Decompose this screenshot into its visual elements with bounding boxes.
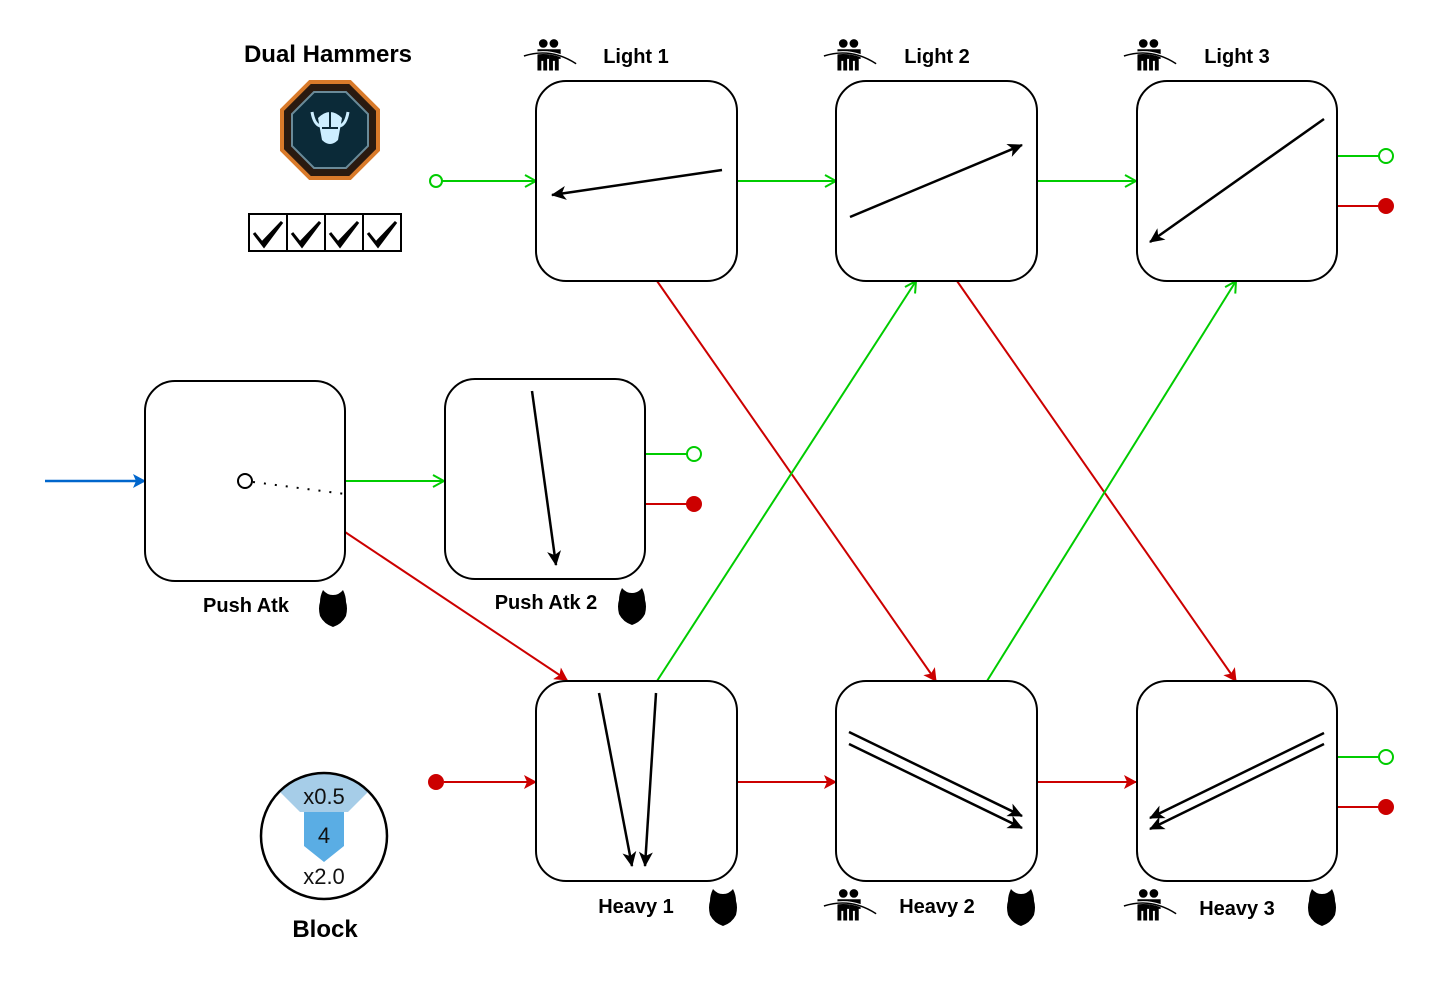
block-value-shield bbox=[304, 812, 344, 862]
block-gauge: x0.5 4 x2.0 bbox=[259, 771, 389, 901]
light3-light-out bbox=[1378, 148, 1394, 164]
swing-direction-icon bbox=[1149, 117, 1325, 244]
weapon-emblem-icon bbox=[280, 80, 380, 180]
check-icon bbox=[366, 220, 398, 249]
node-light2[interactable] bbox=[835, 80, 1038, 282]
check-icon bbox=[252, 220, 284, 249]
dodge-icon bbox=[1122, 888, 1178, 922]
block-top-multiplier: x0.5 bbox=[303, 784, 345, 809]
armor-icon bbox=[1007, 889, 1035, 926]
node-label: Light 2 bbox=[904, 46, 970, 68]
block-value: 4 bbox=[318, 823, 330, 848]
push2-light-out bbox=[686, 446, 702, 462]
swing-direction-icon bbox=[530, 390, 562, 566]
swing-direction-icon bbox=[849, 143, 1023, 219]
node-label: Heavy 3 bbox=[1199, 898, 1275, 920]
dodge-icon bbox=[522, 38, 578, 72]
dodge-icon bbox=[822, 888, 878, 922]
edge-push1-heavy1 bbox=[344, 531, 568, 681]
heavy-start-terminal bbox=[428, 774, 444, 790]
armor-icon bbox=[1308, 889, 1336, 926]
dodge-icon bbox=[822, 38, 878, 72]
swing-direction-icon bbox=[1149, 731, 1325, 820]
node-light1[interactable] bbox=[535, 80, 738, 282]
node-label: Heavy 1 bbox=[598, 896, 674, 918]
node-label: Push Atk 2 bbox=[495, 592, 598, 614]
edge-light2-heavy3 bbox=[956, 280, 1237, 682]
armor-icon bbox=[319, 590, 347, 627]
node-push2[interactable] bbox=[444, 378, 646, 580]
node-heavy3[interactable] bbox=[1136, 680, 1338, 882]
weapon-title: Dual Hammers bbox=[244, 41, 412, 68]
swing-direction-icon bbox=[551, 168, 723, 200]
check-icon bbox=[290, 220, 322, 249]
heavy3-heavy-out bbox=[1378, 799, 1394, 815]
edge-heavy1-light2 bbox=[656, 281, 916, 682]
block-multiplier-band bbox=[270, 773, 378, 812]
armor-icon bbox=[709, 889, 737, 926]
swing-direction-icon bbox=[1149, 742, 1325, 831]
node-label: Light 1 bbox=[603, 46, 669, 68]
check-icon bbox=[328, 220, 360, 249]
swing-direction-icon bbox=[848, 742, 1023, 830]
push-origin-icon bbox=[237, 473, 253, 489]
node-heavy2[interactable] bbox=[835, 680, 1038, 882]
edge-light1-heavy2 bbox=[656, 280, 937, 682]
push-direction-icon bbox=[252, 481, 346, 495]
edge-heavy2-light3 bbox=[986, 281, 1236, 682]
node-label: Push Atk bbox=[203, 595, 290, 617]
node-light3[interactable] bbox=[1136, 80, 1338, 282]
node-label: Heavy 2 bbox=[899, 896, 975, 918]
dodge-icon bbox=[1122, 38, 1178, 72]
heavy3-light-out bbox=[1378, 749, 1394, 765]
armor-icon bbox=[618, 588, 646, 625]
node-push1[interactable] bbox=[144, 380, 346, 582]
light3-heavy-out bbox=[1378, 198, 1394, 214]
push2-heavy-out bbox=[686, 496, 702, 512]
edges bbox=[45, 148, 1394, 815]
node-heavy1[interactable] bbox=[535, 680, 738, 882]
upgrade-checks bbox=[248, 213, 402, 252]
swing-direction-icon bbox=[597, 692, 637, 867]
light-start-terminal bbox=[429, 174, 443, 188]
block-bottom-multiplier: x2.0 bbox=[303, 864, 345, 889]
swing-direction-icon bbox=[638, 692, 658, 867]
swing-direction-icon bbox=[848, 730, 1023, 818]
node-label: Light 3 bbox=[1204, 46, 1270, 68]
block-label: Block bbox=[292, 916, 358, 943]
